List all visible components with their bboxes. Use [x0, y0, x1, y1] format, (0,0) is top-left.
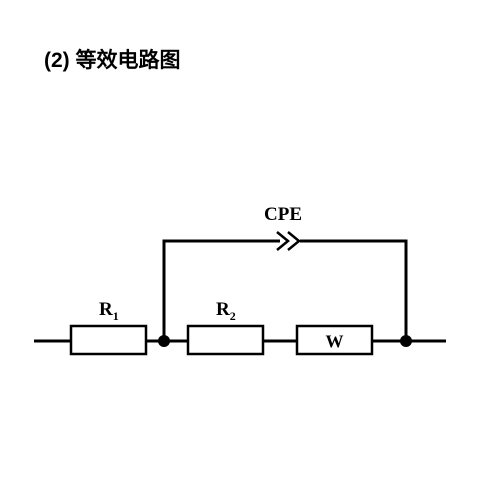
- label-warburg: W: [326, 332, 344, 352]
- label-r1: R1: [99, 299, 119, 323]
- label-cpe: CPE: [264, 204, 302, 225]
- resistor-r1: [69, 324, 148, 356]
- wire-cpe-branch-right: [300, 239, 408, 341]
- junction-node-right: [400, 335, 412, 347]
- resistor-r2: [186, 324, 265, 356]
- wire-cpe-branch-left: [162, 239, 280, 341]
- label-r1-letter: R: [99, 299, 113, 320]
- label-r2-subscript: 2: [230, 309, 236, 323]
- figure-heading: (2) 等效电路图: [44, 49, 181, 72]
- label-r2: R2: [216, 299, 236, 323]
- junction-node-left: [158, 335, 170, 347]
- label-r2-letter: R: [216, 299, 230, 320]
- cpe-symbol: [276, 231, 301, 251]
- label-r1-subscript: 1: [113, 309, 119, 323]
- warburg-element: [295, 324, 374, 356]
